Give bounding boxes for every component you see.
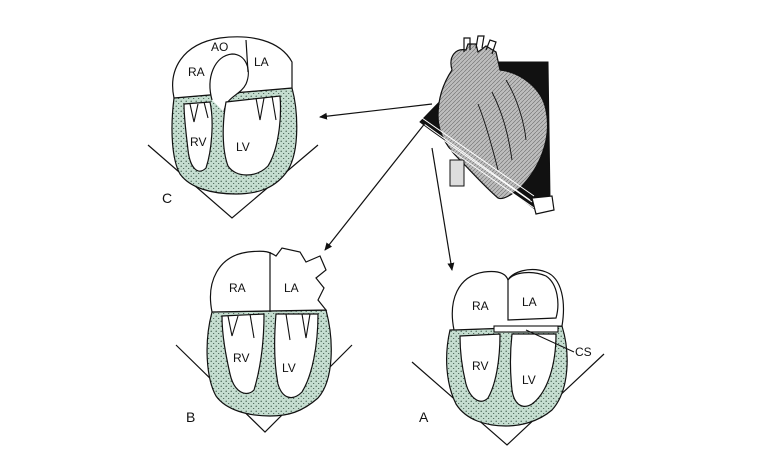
panel-a: RA LA RV LV CS A [411, 268, 605, 446]
transducer-block [531, 195, 555, 215]
label-cs-a: CS [575, 345, 592, 359]
sector-wedge-c [147, 144, 319, 219]
heart-illustration [419, 35, 555, 215]
plane-slice-lines [421, 117, 535, 209]
atria-outline-b [209, 247, 328, 313]
heart-shape [437, 43, 549, 200]
aorta-vessels [463, 35, 497, 55]
cs-leader-line [525, 329, 575, 353]
arrow-to-view-a [431, 147, 455, 271]
label-lv-b: LV [282, 361, 296, 375]
rv-cavity-a [459, 333, 501, 402]
label-lv-c: LV [236, 140, 250, 154]
aorta-c [209, 53, 249, 113]
rv-cavity-c [183, 101, 213, 172]
left-atrium-a [507, 271, 559, 321]
valve-leaflets-b [227, 313, 311, 341]
lv-cavity-b [274, 313, 319, 399]
atrial-divider-c [245, 39, 249, 73]
arrow-to-view-b [324, 121, 427, 251]
lv-cavity-c [222, 95, 282, 176]
panel-letter-a: A [419, 409, 429, 425]
label-rv-c: RV [190, 135, 206, 149]
panel-c: AO RA LA RV LV C [147, 36, 319, 219]
label-ra-b: RA [229, 281, 246, 295]
label-lv-a: LV [522, 373, 536, 387]
label-ra-a: RA [472, 299, 489, 313]
lv-cavity-a [509, 333, 557, 407]
sector-wedge-a [411, 353, 605, 446]
coronary-lines [477, 79, 527, 171]
panel-letter-b: B [186, 409, 195, 425]
ivc-vessel [449, 159, 465, 187]
label-la-a: LA [522, 295, 537, 309]
label-rv-a: RV [472, 359, 488, 373]
label-la-b: LA [284, 281, 299, 295]
panel-b: RA LA RV LV B [175, 247, 353, 433]
label-rv-b: RV [233, 351, 249, 365]
label-ao-c: AO [211, 40, 228, 54]
coronary-sinus-a [493, 325, 559, 333]
panel-letter-c: C [162, 190, 172, 206]
arrow-to-view-c [319, 103, 433, 120]
valve-leaflets-c [189, 95, 277, 123]
label-ra-c: RA [188, 65, 205, 79]
label-la-c: LA [254, 55, 269, 69]
